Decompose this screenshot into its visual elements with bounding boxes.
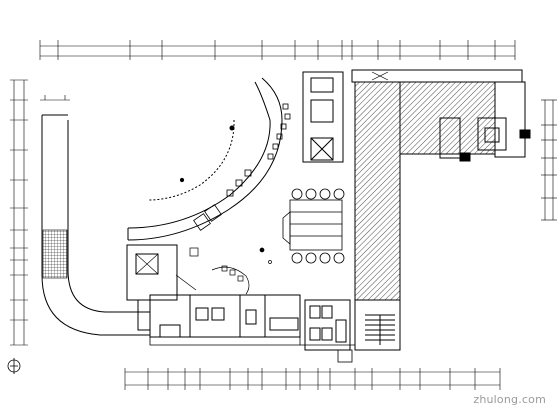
north-arrow-icon [7,358,21,374]
top-dimension-line [39,40,516,60]
curved-facade [127,77,283,241]
bottom-dimension-line [124,368,501,390]
service-rooms [126,244,301,338]
watermark-text: zhulong.com [473,393,546,406]
hatched-wing-vertical [354,81,401,301]
stair-core-upper [302,71,344,163]
site-fixtures [175,247,272,295]
right-dimension-line [541,99,557,221]
facade-seating [193,103,291,231]
ground-outline [149,337,355,363]
lower-stair-block [354,299,401,351]
lobby-conference-table [282,188,345,264]
toilet-block [304,299,351,351]
left-dimension-line [10,79,28,346]
curved-corridor-left [40,95,150,336]
right-wing-rooms [351,69,531,162]
